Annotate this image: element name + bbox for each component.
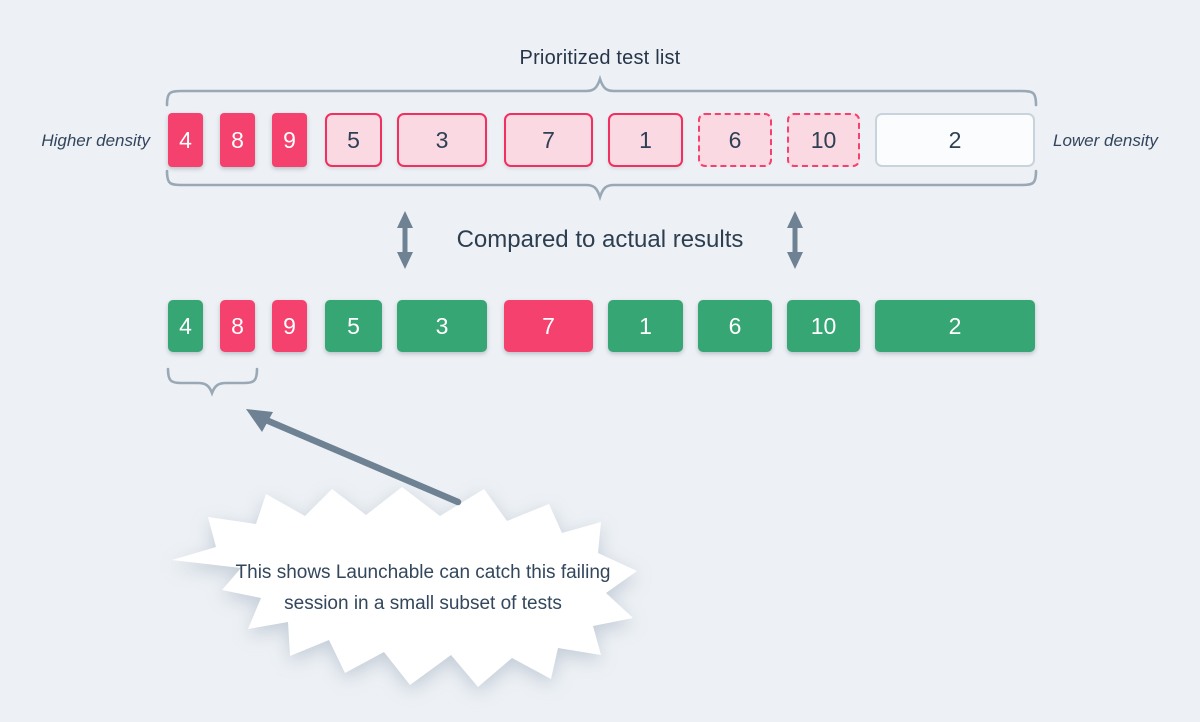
test-box-1: 1 [608,113,683,167]
result-box-6: 6 [698,300,772,352]
result-box-8: 8 [220,300,255,352]
test-box-7: 7 [504,113,593,167]
prioritized-underbrace [165,169,1038,202]
prioritized-overbrace [165,74,1038,107]
callout-line-1: This shows Launchable can catch this fai… [235,562,611,583]
test-box-6: 6 [698,113,772,167]
test-box-10: 10 [787,113,860,167]
callout-text: This shows Launchable can catch this fai… [193,557,653,619]
test-box-5: 5 [325,113,382,167]
callout-arrow-icon [246,409,462,506]
updown-arrow-right-icon [787,211,803,269]
result-box-5: 5 [325,300,382,352]
callout-line-2: session in a small subset of tests [284,593,562,614]
higher-density-label: Higher density [41,131,150,150]
results-subset-underbrace [166,367,259,397]
test-box-2: 2 [875,113,1035,167]
diagram-title: Prioritized test list [519,47,681,69]
test-box-3: 3 [397,113,487,167]
test-box-4: 4 [168,113,203,167]
result-box-9: 9 [272,300,307,352]
result-box-7: 7 [504,300,593,352]
result-box-2: 2 [875,300,1035,352]
test-box-8: 8 [220,113,255,167]
result-box-10: 10 [787,300,860,352]
lower-density-label: Lower density [1053,131,1158,150]
result-box-1: 1 [608,300,683,352]
compare-label: Compared to actual results [456,226,744,253]
result-box-4: 4 [168,300,203,352]
result-box-3: 3 [397,300,487,352]
test-box-9: 9 [272,113,307,167]
updown-arrow-left-icon [397,211,413,269]
